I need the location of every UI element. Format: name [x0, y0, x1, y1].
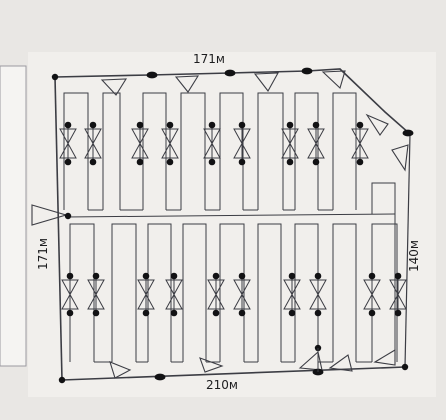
upper-valve-4-dot-top	[166, 121, 174, 129]
upper-valve-5	[203, 128, 221, 159]
lower-valve-9-dot-bottom	[368, 309, 376, 317]
lower-valve-8	[309, 279, 327, 310]
lower-valve-2-dot-bottom	[92, 309, 100, 317]
lower-valve-3-dot-top	[142, 272, 150, 280]
bottom-connector-1	[154, 373, 166, 381]
lower-valve-9	[363, 279, 381, 310]
upper-valve-3-dot-top	[136, 121, 144, 129]
upper-valve-4	[161, 128, 179, 159]
lower-valve-3-dot-bottom	[142, 309, 150, 317]
lower-valve-3	[137, 279, 155, 310]
upper-valve-2-dot-top	[89, 121, 97, 129]
lower-valve-2-dot-top	[92, 272, 100, 280]
upper-valve-7-dot-top	[286, 121, 294, 129]
upper-valve-8	[307, 128, 325, 159]
lower-valve-7	[283, 279, 301, 310]
bottom-dimension-label: 210м	[206, 378, 238, 392]
upper-valve-1-dot-bottom	[64, 158, 72, 166]
lower-valve-2	[87, 279, 105, 310]
outer-boundary-right	[404, 133, 411, 368]
lower-valve-8-dot-top	[314, 272, 322, 280]
left-dimension-label: 171м	[36, 238, 50, 270]
arrow-top-4	[321, 70, 346, 90]
upper-valve-8-dot-top	[312, 121, 320, 129]
lower-valve-5-dot-top	[212, 272, 220, 280]
upper-valve-6	[233, 128, 251, 159]
upper-valve-6-dot-bottom	[238, 158, 246, 166]
corner-dot-top-left	[51, 73, 59, 81]
top-dimension-label: 171м	[193, 52, 225, 66]
lower-valve-10	[389, 279, 407, 310]
arrow-bottom-3	[298, 350, 323, 371]
corner-connector-top-right	[402, 129, 414, 137]
lower-valve-9-dot-top	[368, 272, 376, 280]
lower-valve-10-dot-top	[394, 272, 402, 280]
upper-valve-7	[281, 128, 299, 159]
lower-valve-5-dot-bottom	[212, 309, 220, 317]
lower-valve-10-dot-bottom	[394, 309, 402, 317]
upper-valve-2-dot-bottom	[89, 158, 97, 166]
arrow-right-1	[365, 113, 389, 136]
lower-valve-1-dot-top	[66, 272, 74, 280]
top-connector-3	[301, 67, 313, 75]
upper-valve-4-dot-bottom	[166, 158, 174, 166]
middle-divider	[65, 213, 396, 218]
upper-valve-7-dot-bottom	[286, 158, 294, 166]
upper-valve-5-dot-bottom	[208, 158, 216, 166]
outer-boundary-bottom	[61, 366, 406, 381]
arrow-top-1	[100, 78, 128, 96]
arrow-right-2	[391, 144, 409, 172]
arrow-bottom-1	[109, 361, 132, 379]
lower-valve-1	[61, 279, 79, 310]
upper-valve-6-dot-top	[238, 121, 246, 129]
top-connector-2	[224, 69, 236, 77]
lower-valve-8-dot-bottom	[314, 309, 322, 317]
arrow-top-2	[174, 75, 200, 93]
corner-dot-bottom-right	[401, 363, 409, 371]
arrow-left-1	[31, 204, 68, 226]
left-mid-dot	[64, 212, 72, 220]
lower-valve-5	[207, 279, 225, 310]
top-connector-1	[146, 71, 158, 79]
right-return-line	[371, 182, 396, 360]
left-panel	[0, 65, 27, 367]
arrow-bottom-4	[328, 354, 353, 372]
upper-valve-3	[131, 128, 149, 159]
upper-valve-9-dot-top	[356, 121, 364, 129]
lower-serpentine-rows	[69, 223, 398, 363]
upper-valve-3-dot-bottom	[136, 158, 144, 166]
lower-valve-1-dot-bottom	[66, 309, 74, 317]
upper-valve-1-dot-top	[64, 121, 72, 129]
lower-valve-4-dot-bottom	[170, 309, 178, 317]
lower-valve-6-dot-top	[238, 272, 246, 280]
outer-boundary-left	[54, 76, 63, 381]
upper-valve-9	[351, 128, 369, 159]
lower-valve-6-dot-bottom	[238, 309, 246, 317]
arrow-top-3	[253, 72, 279, 93]
arrow-bottom-2	[199, 357, 224, 373]
upper-valve-8-dot-bottom	[312, 158, 320, 166]
lower-valve-7-dot-bottom	[288, 309, 296, 317]
lower-valve-4-dot-top	[170, 272, 178, 280]
layout-geometry	[31, 67, 414, 384]
upper-valve-1	[59, 128, 77, 159]
lower-valve-4	[165, 279, 183, 310]
upper-serpentine-rows	[63, 92, 357, 211]
lower-valve-7-dot-top	[288, 272, 296, 280]
upper-valve-5-dot-top	[208, 121, 216, 129]
upper-valve-2	[84, 128, 102, 159]
lower-valve-6	[233, 279, 251, 310]
arrow-bottom-5	[373, 349, 396, 366]
corner-dot-bottom-left	[58, 376, 66, 384]
upper-valve-9-dot-bottom	[356, 158, 364, 166]
right-dimension-label: 140м	[407, 240, 421, 272]
